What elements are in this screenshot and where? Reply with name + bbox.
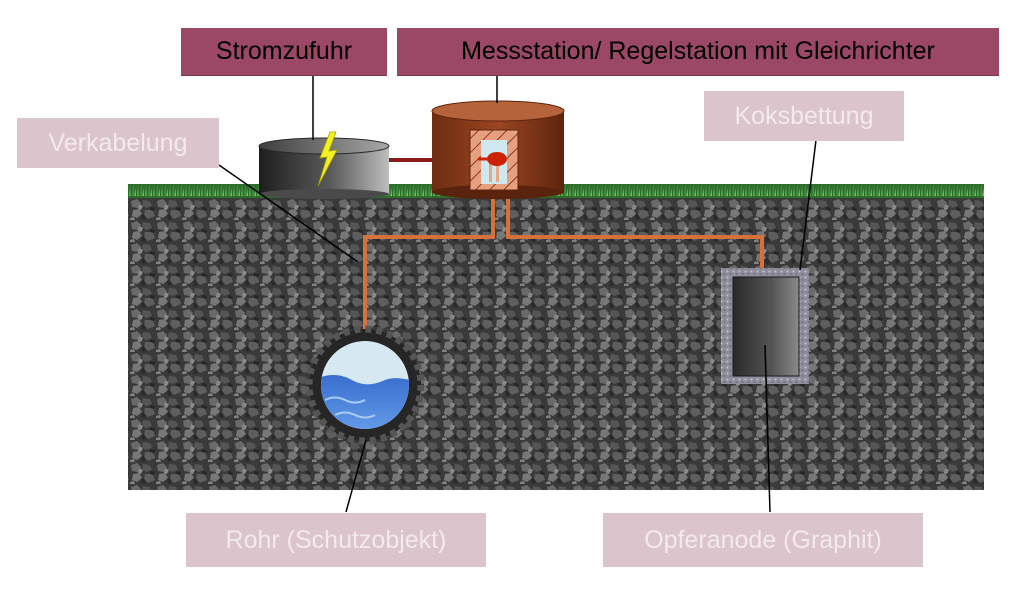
label-cabling: Verkabelung [17,118,219,168]
leader-coke-bed [799,139,817,271]
cable-to-pipe [363,195,495,330]
leader-cabling [218,164,359,263]
label-pipe: Rohr (Schutzobjekt) [186,513,486,567]
power-supply-unit [258,131,390,199]
cable-to-anode [506,195,764,285]
soil [128,196,984,490]
label-coke-bed: Koksbettung [704,91,904,141]
rectifier-icon [478,152,507,182]
station-unit [431,100,565,199]
pipe [305,325,425,445]
label-anode: Opferanode (Graphit) [603,513,923,567]
leader-anode [764,344,771,513]
lightning-icon [317,131,338,187]
label-power-supply: Stromzufuhr [181,28,387,76]
leader-pipe [345,439,367,513]
label-station: Messstation/ Regelstation mit Gleichrich… [397,28,999,76]
